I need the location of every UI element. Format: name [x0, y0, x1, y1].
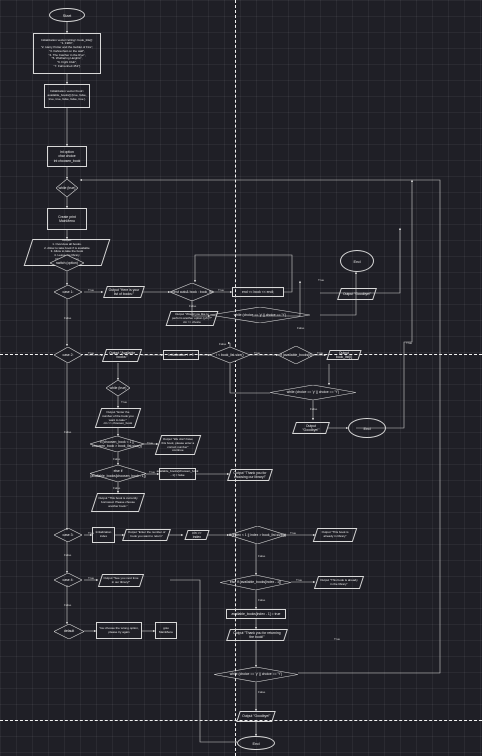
edge-label-false: False — [258, 690, 266, 694]
while-true-2-diamond: while (true) — [106, 380, 130, 396]
edge-label-true: True — [317, 351, 324, 355]
edge-label-true: True — [149, 470, 156, 474]
init-index-node: Initialization index — [92, 527, 115, 543]
out-dont-have-node: Output "We don't have this book, please … — [154, 435, 202, 455]
cin-index-node: cin >> index — [184, 530, 210, 540]
edge-label-false: False — [258, 554, 266, 558]
edge-label-true: True — [218, 288, 225, 292]
end-cout-node: end << book << endl; — [232, 287, 284, 297]
out-goodbye-2-node: Output "Goodbye!" — [292, 422, 330, 434]
init-bool-node: Initialization vector<bool> available_bo… — [44, 84, 90, 108]
if-choosen-diamond: if (choosen_book < 1 || choosen_book > b… — [90, 436, 144, 452]
available-false-node: available_books[choosen_book - 1] = fals… — [157, 468, 198, 480]
out-book-i-node: Output book_list[i] — [326, 350, 362, 360]
edge-label-true: True — [290, 531, 297, 535]
edge-label-true: True — [88, 351, 95, 355]
edge-label-false: False — [113, 457, 121, 461]
edge-label-true: True — [88, 531, 95, 535]
else-if-books-diamond: else if (available_books[index - 1]) — [220, 575, 291, 590]
edge-label-false: False — [64, 603, 72, 607]
i-less-diamond: i < book_list.size() — [210, 347, 250, 363]
edge-label-false: False — [113, 486, 121, 490]
edge-label-true: True — [88, 576, 95, 580]
edge-label-false: False — [64, 316, 72, 320]
out-goodbye-1-node: Output "Goodbye!" — [337, 288, 377, 300]
page-divider-vertical — [235, 0, 236, 756]
out-thank-1-node: Output "Thank you for choosing our libra… — [227, 469, 273, 481]
page-divider-horizontal-2 — [0, 720, 482, 721]
out-return-number-node: Output "Enter the number of book you wan… — [122, 529, 171, 541]
case3-diamond: case 3: — [54, 528, 82, 542]
out-wrong-node: You choose the wrong option, please try … — [96, 622, 142, 639]
create-menu-node: Create print MainMenu — [47, 208, 87, 230]
end-right-node: End — [340, 250, 374, 272]
out-already-1-node: Output "This book is already in library" — [312, 528, 358, 542]
out-enter-number-node: Output "Enter the number of the book you… — [94, 408, 142, 428]
edge-label-false: False — [258, 598, 266, 602]
edge-label-false: False — [219, 342, 227, 346]
if-index-diamond: if (index < 1 || index > book_list.size(… — [229, 526, 286, 544]
while-true-diamond: while (true) — [56, 179, 78, 197]
out-already-2-node: Output "This book is already in the libr… — [313, 576, 365, 589]
edge-label-true: True — [406, 341, 413, 345]
edge-label-true: True — [296, 578, 303, 582]
default-diamond: default — [54, 624, 84, 639]
else-if-available-diamond: else if (available_books[choosen_book - … — [90, 465, 146, 482]
edge-label-false: False — [64, 553, 72, 557]
out-list-node: Output "Here is your list of books:" — [103, 286, 145, 298]
while-choice-2-diamond: while (choice == 'y' || choice == 'Y') — [270, 385, 356, 400]
if-available-diamond: if (available_books[i]) — [278, 346, 314, 364]
case2-diamond: case 2: — [54, 347, 82, 363]
edge-label-false: False — [310, 407, 318, 411]
switch-diamond: switch (option) — [50, 255, 84, 271]
case4-diamond: case 4: — [54, 573, 82, 587]
edge-label-false: False — [297, 326, 305, 330]
int-option-node: int option char choice int choosen_book — [47, 146, 87, 167]
edge-label-true: True — [334, 637, 341, 641]
out-available-node: Output "Available books:" — [101, 349, 143, 362]
available-true-node: available_books[index - 1] = true — [226, 609, 286, 619]
edge-label-false: False — [64, 430, 72, 434]
edge-label-true: True — [318, 278, 325, 282]
goto-menu-node: goto MainMenu — [155, 622, 177, 639]
init-vector-node: Initialization vector<string> book_title… — [33, 33, 101, 74]
out-thank-2-node: Output "Thank you for returning the book… — [226, 629, 288, 641]
out-see-you-node: Output "See you next time in our library… — [97, 574, 145, 587]
end-bottom-node: End — [237, 736, 275, 750]
start-node: Start — [49, 8, 85, 22]
while-choice-3-diamond: while (choice == 'y' || choice == 'Y') — [214, 667, 298, 682]
edge-label-true: True — [254, 351, 261, 355]
while-choice-1-diamond: while (choice == 'y' || choice == 'Y') — [210, 307, 310, 323]
out-currently-node: Output "This book is currently borrowed.… — [90, 493, 146, 512]
edge-label-true: True — [147, 441, 154, 445]
case1-diamond: case 1: — [54, 285, 82, 299]
edge-label-true: True — [121, 400, 128, 404]
end-mid-node: End — [348, 418, 386, 438]
const-auto-diamond: const auto& book : book_list — [170, 283, 214, 301]
edge-label-true: True — [88, 288, 95, 292]
edge-label-false: False — [189, 304, 197, 308]
out-goodbye-3-node: Output "Goodbye!" — [236, 711, 276, 722]
init-i-node: Initialization i = 0 — [163, 350, 199, 360]
